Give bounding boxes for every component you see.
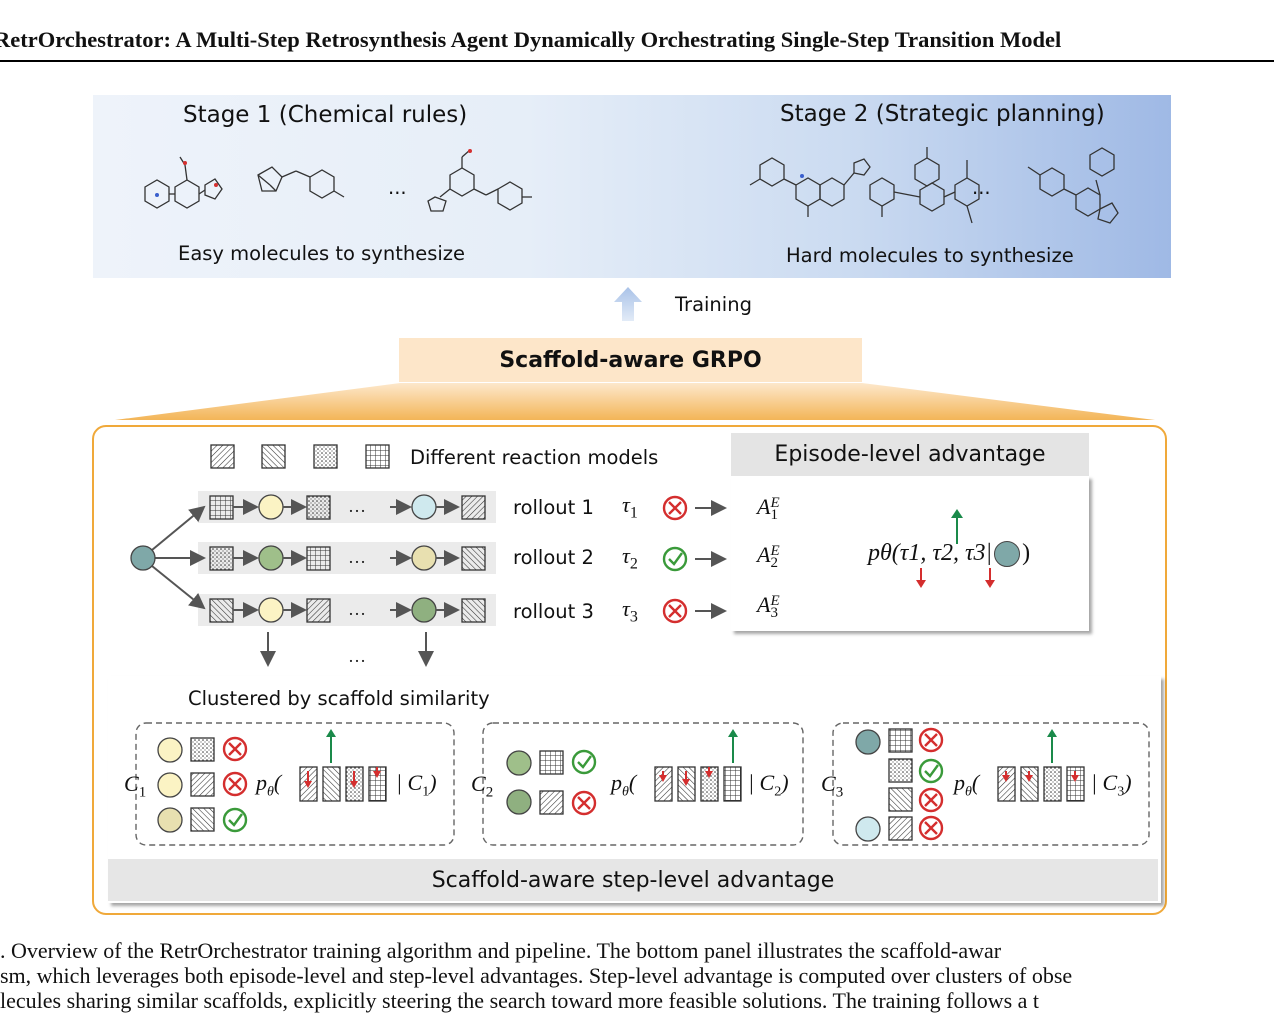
tau-2: τ2 bbox=[622, 543, 638, 573]
cluster-3-policy: pθ( bbox=[954, 770, 980, 800]
cross-circle-icon bbox=[222, 736, 248, 762]
rollout-diagram: … … … … bbox=[130, 491, 727, 667]
cluster-1-label: C1 bbox=[124, 771, 147, 801]
cluster-2-cond: | C2) bbox=[748, 770, 789, 800]
caption-line: lecules sharing similar scaffolds, expli… bbox=[0, 988, 1040, 1013]
cluster-3-cond: | C3) bbox=[1091, 770, 1132, 800]
rollout-3-label: rollout 3 bbox=[513, 600, 594, 623]
tau-3: τ3 bbox=[622, 596, 638, 626]
paper-title: RetrOrchestrator: A Multi-Step Retrosynt… bbox=[0, 27, 1062, 52]
cross-circle-icon bbox=[662, 495, 688, 521]
check-circle-icon bbox=[918, 758, 944, 784]
step-advantage-title: Scaffold-aware step-level advantage bbox=[108, 859, 1158, 901]
grpo-panel bbox=[92, 425, 1167, 915]
episode-advantage-body bbox=[731, 476, 1089, 631]
figure-caption: . Overview of the RetrOrchestrator train… bbox=[0, 938, 1274, 1013]
scaffold-clusters bbox=[135, 722, 1150, 846]
cluster-1-policy: pθ( bbox=[256, 770, 282, 800]
reaction-model-legend bbox=[210, 444, 390, 469]
policy-expression: pθ(τ1, τ2, τ3|) bbox=[868, 540, 1031, 568]
cross-circle-icon bbox=[662, 598, 688, 624]
legend-label: Different reaction models bbox=[410, 446, 659, 469]
stage-banner bbox=[93, 95, 1171, 278]
down-arrow-icon bbox=[985, 568, 995, 588]
rollout-1-label: rollout 1 bbox=[513, 496, 594, 519]
episode-advantage-title: Episode-level advantage bbox=[731, 433, 1089, 476]
caption-line: . Overview of the RetrOrchestrator train… bbox=[0, 938, 1002, 963]
cross-circle-icon bbox=[918, 727, 944, 753]
grpo-label: Scaffold-aware GRPO bbox=[399, 338, 862, 382]
root-node-icon bbox=[994, 541, 1021, 568]
hatched-box-icon bbox=[210, 444, 235, 469]
stage2-subtitle: Hard molecules to synthesize bbox=[786, 244, 1074, 267]
grpo-projection bbox=[115, 383, 1155, 420]
cluster-2-label: C2 bbox=[471, 771, 494, 801]
stage1-title: Stage 1 (Chemical rules) bbox=[183, 102, 468, 128]
cross-circle-icon bbox=[918, 787, 944, 813]
stage2-title: Stage 2 (Strategic planning) bbox=[780, 101, 1105, 127]
svg-text:…: … bbox=[348, 646, 366, 666]
tau-1: τ1 bbox=[622, 492, 638, 522]
grid-box-icon bbox=[365, 444, 390, 469]
svg-text:…: … bbox=[348, 547, 366, 567]
cluster-3-label: C3 bbox=[821, 771, 844, 801]
check-circle-icon bbox=[222, 807, 248, 833]
molecule-structures bbox=[144, 147, 1119, 224]
stage1-subtitle: Easy molecules to synthesize bbox=[178, 242, 466, 265]
svg-text:…: … bbox=[348, 496, 366, 516]
stage1-ellipsis: ... bbox=[388, 176, 407, 199]
stage2-ellipsis: ... bbox=[972, 176, 991, 199]
cross-circle-icon bbox=[222, 771, 248, 797]
up-arrow-icon bbox=[614, 287, 642, 321]
up-arrow-icon bbox=[951, 509, 963, 544]
svg-text:…: … bbox=[348, 599, 366, 619]
hatched-box-icon bbox=[261, 444, 286, 469]
cluster-1-cond: | C1) bbox=[396, 770, 437, 800]
title-rule bbox=[0, 60, 1274, 62]
check-circle-icon bbox=[662, 546, 688, 572]
caption-line: sm, which leverages both episode-level a… bbox=[0, 963, 1073, 988]
down-arrow-icon bbox=[916, 568, 926, 588]
dotted-box-icon bbox=[313, 444, 338, 469]
rollout-2-label: rollout 2 bbox=[513, 546, 594, 569]
cluster-2-policy: pθ( bbox=[611, 770, 637, 800]
training-label: Training bbox=[675, 293, 752, 316]
molecule-structure-icon bbox=[144, 156, 223, 209]
cross-circle-icon bbox=[571, 790, 597, 816]
policy-arrows bbox=[916, 509, 995, 588]
cluster-title: Clustered by scaffold similarity bbox=[188, 687, 490, 710]
cross-circle-icon bbox=[918, 815, 944, 841]
check-circle-icon bbox=[571, 749, 597, 775]
